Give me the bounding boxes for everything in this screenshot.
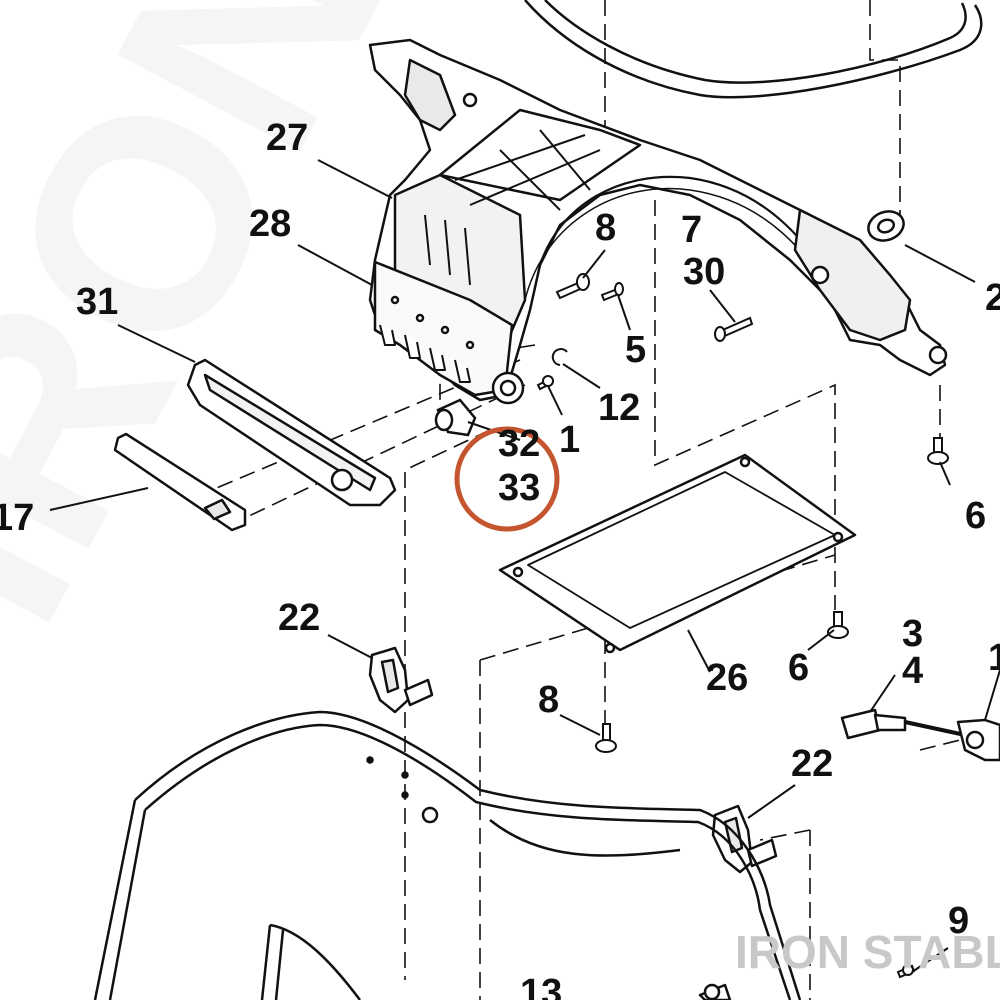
label-3: 3 <box>902 613 923 655</box>
lid-gasket <box>524 0 983 99</box>
lock-cylinder-part <box>434 398 477 437</box>
badge-insert-part <box>113 432 247 532</box>
screw-30 <box>714 316 754 342</box>
label-13: 13 <box>520 972 562 1000</box>
label-5: 5 <box>625 329 646 371</box>
part-labels: 27 28 31 17 8 7 30 2 5 12 1 32 33 6 22 2… <box>0 117 1000 1000</box>
release-cable-part <box>840 708 1000 762</box>
tray-panel-part <box>498 453 857 654</box>
label-6-lower: 6 <box>788 647 809 689</box>
label-22-right: 22 <box>791 743 833 785</box>
screw-8-lower <box>595 723 617 753</box>
label-27: 27 <box>266 117 308 159</box>
label-22-left: 22 <box>278 597 320 639</box>
clip-22-left <box>368 646 434 714</box>
grommet-part <box>867 210 905 242</box>
label-12: 12 <box>598 387 640 429</box>
label-30: 30 <box>683 251 725 293</box>
label-7: 7 <box>681 209 702 251</box>
label-31: 31 <box>76 281 118 323</box>
frame-bracket-assembly <box>368 38 948 405</box>
label-28: 28 <box>249 203 291 245</box>
leader-lines <box>49 159 1000 973</box>
screw-8-upper <box>555 273 590 300</box>
highlight-circle <box>454 426 560 532</box>
label-32: 32 <box>498 423 540 465</box>
saddlebag-body <box>93 710 802 1000</box>
label-1: 1 <box>559 419 580 461</box>
label-1-right: 1 <box>988 637 1000 679</box>
retaining-ring-12 <box>551 348 568 366</box>
label-9: 9 <box>948 900 969 942</box>
label-26: 26 <box>706 657 748 699</box>
screw-6-right <box>927 437 949 465</box>
label-6-right: 6 <box>965 495 986 537</box>
handle-trim-part <box>186 358 397 507</box>
watermark-logo: IRON STABLE <box>735 926 1000 978</box>
screw-1-small <box>536 375 554 391</box>
label-4: 4 <box>902 650 923 692</box>
label-2: 2 <box>985 277 1000 319</box>
label-8-lower: 8 <box>538 679 559 721</box>
label-17: 17 <box>0 497 34 539</box>
screw-6-lower <box>827 611 849 639</box>
label-8-upper: 8 <box>595 207 616 249</box>
label-33: 33 <box>498 467 540 509</box>
